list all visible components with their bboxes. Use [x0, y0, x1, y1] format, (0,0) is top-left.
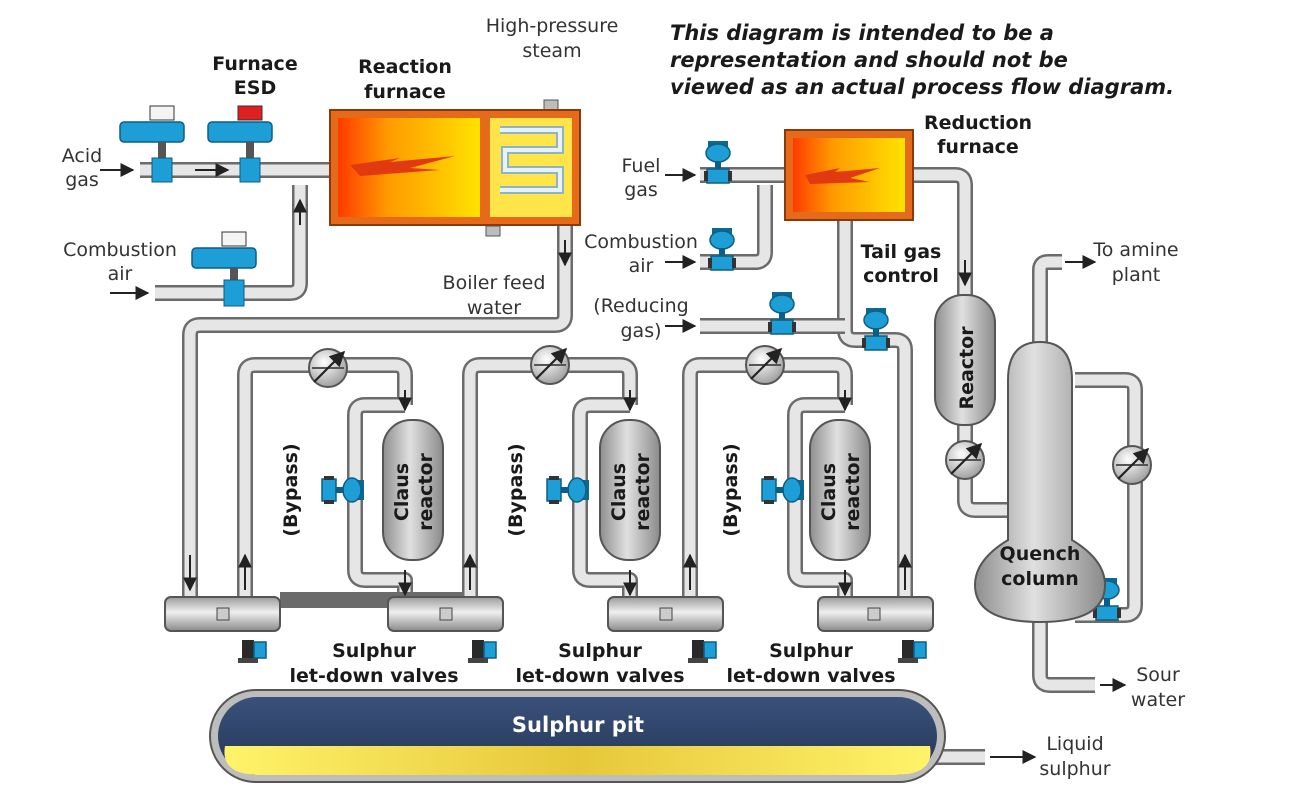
hp-steam-label-2: steam: [522, 40, 581, 62]
furnace-esd-label: Furnace: [212, 53, 297, 75]
bypass-valve-1: [321, 475, 365, 505]
claus-reactor-3: [809, 419, 871, 561]
condenser-4: [817, 596, 934, 632]
bfw-label-2: water: [467, 297, 521, 319]
hp-steam-label: High-pressure: [486, 15, 619, 37]
disclaimer-line-2: representation and should not be: [670, 48, 1068, 72]
reducing-gas-label-2: gas): [620, 320, 661, 342]
acid-gas-label-2: gas: [65, 169, 99, 191]
disclaimer: This diagram is intended to be a represe…: [670, 21, 1174, 99]
amine-plant-label-2: plant: [1112, 264, 1160, 286]
furnace-esd-valve-1: [119, 105, 185, 183]
reaction-furnace-label-2: furnace: [364, 81, 446, 103]
heat-exchanger-3: [746, 346, 784, 384]
letdown-label-2a: Sulphur: [558, 640, 642, 662]
letdown-valve-2: [467, 639, 497, 664]
bfw-label: Boiler feed: [443, 272, 546, 294]
claus-label-2a: Claus: [608, 463, 630, 521]
combustion-air-2-label: Combustion: [584, 231, 698, 253]
bypass-label-2: (Bypass): [505, 443, 527, 536]
letdown-label-2b: let-down valves: [515, 665, 684, 687]
letdown-label-1b: let-down valves: [289, 665, 458, 687]
heat-exchanger-5: [1113, 446, 1151, 484]
claus-label-1b: reactor: [415, 452, 437, 530]
reactor-label: Reactor: [956, 326, 978, 410]
sulphur-pit-label: Sulphur pit: [512, 713, 644, 737]
liquid-sulphur-label-2: sulphur: [1039, 758, 1110, 780]
condenser-1: [164, 596, 281, 632]
disclaimer-line-3: viewed as an actual process flow diagram…: [670, 75, 1174, 99]
condenser-3: [607, 596, 724, 632]
letdown-valve-3: [687, 639, 717, 664]
heat-exchanger-4: [946, 441, 984, 479]
fuel-gas-label-2: gas: [624, 179, 658, 201]
sour-water-label-2: water: [1131, 689, 1185, 711]
acid-gas-label: Acid: [62, 145, 102, 167]
bypass-label-1: (Bypass): [280, 443, 302, 536]
letdown-label-1a: Sulphur: [332, 640, 416, 662]
tail-gas-label: Tail gas: [861, 241, 942, 263]
condenser-2: [387, 596, 504, 632]
bypass-valve-2: [546, 475, 590, 505]
disclaimer-line-1: This diagram is intended to be a: [670, 21, 1054, 45]
claus-label-2b: reactor: [632, 452, 654, 530]
claus-label-3a: Claus: [818, 463, 840, 521]
reduction-furnace: [784, 129, 914, 221]
sour-water-label: Sour: [1136, 664, 1180, 686]
combustion-air-label: Combustion: [63, 239, 177, 261]
claus-reactor-1: [382, 419, 444, 561]
claus-label-3b: reactor: [842, 452, 864, 530]
heat-exchanger-1: [309, 349, 347, 387]
furnace-esd-valve-2: [207, 105, 273, 183]
letdown-valve-1: [237, 639, 267, 664]
reduction-furnace-label-2: furnace: [937, 136, 1019, 158]
hydrogenation-reactor: [934, 294, 996, 426]
reaction-furnace: [329, 109, 581, 226]
reducing-gas-label: (Reducing: [593, 295, 688, 317]
letdown-label-3a: Sulphur: [769, 640, 853, 662]
liquid-sulphur-label: Liquid: [1046, 733, 1103, 755]
quench-column: [973, 340, 1107, 624]
fuel-gas-label: Fuel: [622, 155, 661, 177]
tail-gas-label-2: control: [863, 265, 939, 287]
claus-label-1a: Claus: [391, 463, 413, 521]
heat-exchanger-2: [531, 346, 569, 384]
bypass-label-3: (Bypass): [720, 443, 742, 536]
letdown-valve-4: [897, 639, 927, 664]
combustion-air-2-label-2: air: [629, 255, 654, 277]
combustion-air-valve-2: [707, 227, 737, 271]
letdown-label-3b: let-down valves: [726, 665, 895, 687]
bypass-valve-3: [761, 475, 805, 505]
claus-reactor-2: [599, 419, 661, 561]
quench-label: Quench: [1000, 543, 1081, 565]
tail-gas-control-valve: [861, 307, 891, 351]
amine-plant-label: To amine: [1092, 239, 1178, 261]
reducing-gas-valve: [767, 291, 797, 335]
combustion-air-label-2: air: [108, 263, 133, 285]
flow-arrows: [100, 163, 1127, 764]
quench-label-2: column: [1001, 568, 1079, 590]
combustion-air-valve-1: [191, 231, 257, 307]
fuel-gas-valve: [703, 140, 733, 184]
reaction-furnace-label: Reaction: [358, 56, 452, 78]
sulphur-pit: [209, 689, 946, 783]
furnace-esd-label-2: ESD: [234, 77, 276, 99]
reduction-furnace-label: Reduction: [924, 112, 1032, 134]
